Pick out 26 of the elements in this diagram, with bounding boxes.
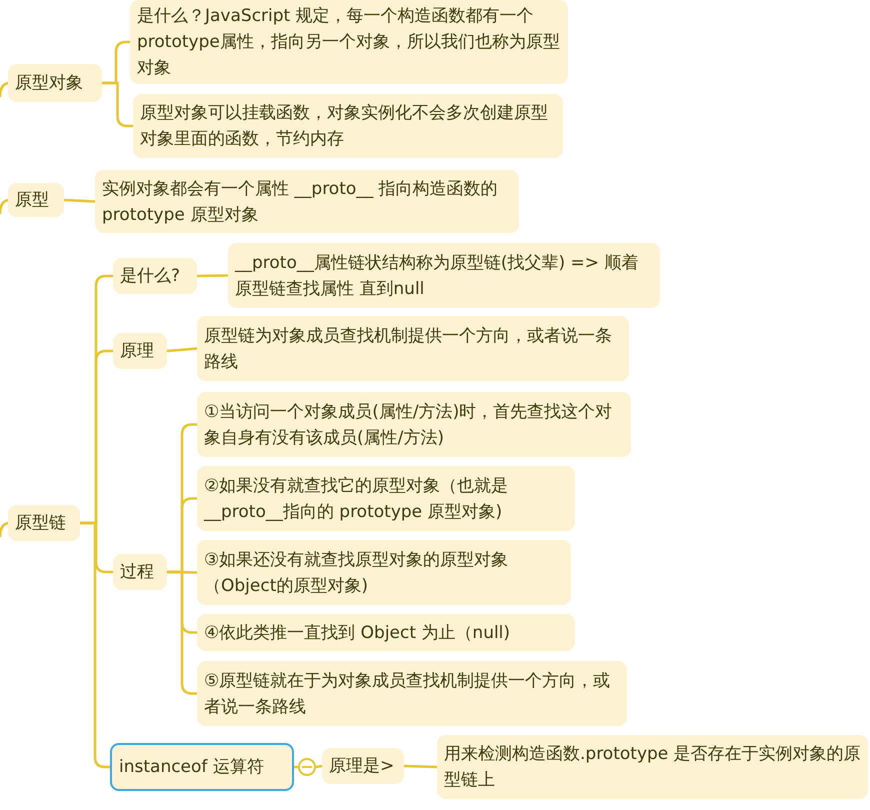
connector-line [64,198,96,203]
note-box: 原型对象可以挂载函数，对象实例化不会多次创建原型对象里面的函数，节约内存 [133,94,563,158]
topic-box: 原型 [8,183,64,217]
topic-box: 过程 [113,554,167,590]
topic-box: instanceof 运算符 [110,743,294,791]
note-box: 是什么？JavaScript 规定，每一个构造函数都有一个prototype属性，指向另一个对象，所以我们也称为原型对象 [130,0,568,84]
note-box: 用来检测构造函数.prototype 是否存在于实例对象的原型链上 [437,735,868,799]
note-box: ①当访问一个对象成员(属性/方法)时，首先查找这个对象自身有没有该成员(属性/方法) [197,392,631,457]
topic-box: 原型链 [8,505,80,541]
note-box: 原型链为对象成员查找机制提供一个方向，或者说一条路线 [197,316,629,381]
topic-box: 原型对象 [8,64,102,102]
collapse-icon [298,758,316,776]
connector-line [196,274,228,278]
topic-box: 原理是> [322,748,404,784]
topic-box: 原理 [113,333,167,369]
note-box: ③如果还没有就查找原型对象的原型对象（Object的原型对象) [197,540,571,605]
note-box: __proto__属性链状结构称为原型链(找父辈) => 顺着原型链查找属性 直到null [228,243,660,308]
connector-line [316,764,322,768]
topic-box: ④依此类推一直找到 Object 为止（null) [197,614,575,651]
connector-line [404,764,438,768]
note-box: 实例对象都会有一个属性 __proto__ 指向构造函数的prototype 原型对象 [95,170,519,233]
connector-line [294,766,298,768]
note-box: ⑤原型链就在于为对象成员查找机制提供一个方向，或者说一条路线 [197,661,627,726]
connector-line [166,347,198,352]
topic-box: 是什么? [113,258,197,294]
note-box: ②如果没有就查找它的原型对象（也就是__proto__指向的 prototype 原型对象) [197,466,575,531]
